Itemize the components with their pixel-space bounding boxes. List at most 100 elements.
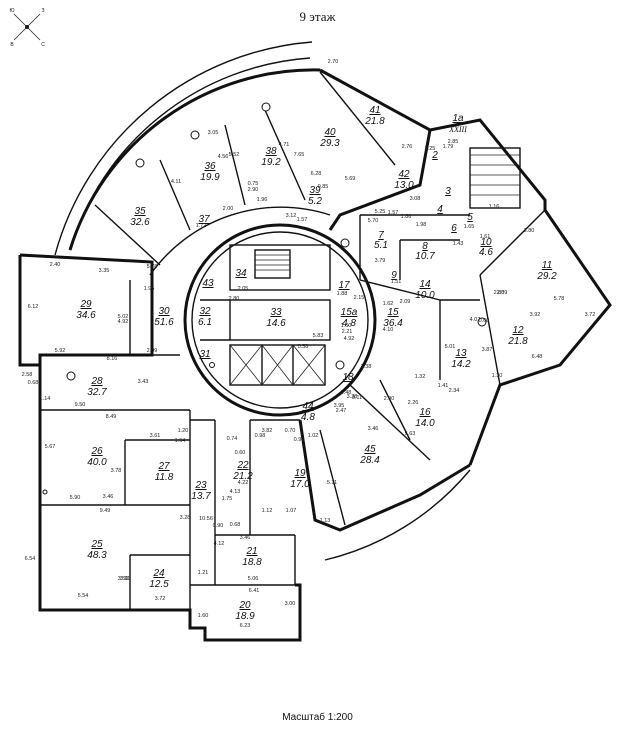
compass-west: В <box>10 42 14 48</box>
dimension-label: 1.95 <box>144 286 155 292</box>
dimension-label: 2.80 <box>229 296 240 302</box>
dimension-label: 1.75 <box>222 496 233 502</box>
room-area: 29.2 <box>536 271 557 282</box>
room-area: 4.8 <box>342 318 356 329</box>
dimension-label: 0.98 <box>255 433 266 439</box>
room-area: 21.8 <box>507 336 528 347</box>
dimension-label: 6.48 <box>532 354 543 360</box>
room-no: 34 <box>235 268 247 279</box>
room-no: 17 <box>338 280 350 291</box>
room-no: 19 <box>294 468 306 479</box>
dimension-label: 4.56 <box>218 154 229 160</box>
dimension-label: 1.88 <box>337 291 348 297</box>
dimension-label: 3.82 <box>262 428 273 434</box>
central-core <box>183 223 377 417</box>
dimension-label: 5.63 <box>405 431 416 437</box>
outer-balcony-arc <box>54 41 313 256</box>
room-no: 32 <box>199 306 211 317</box>
dimension-label: 3.46 <box>368 426 379 432</box>
room-no: 27 <box>157 461 170 472</box>
room-no: 31 <box>199 349 210 360</box>
dimension-label: 6.54 <box>25 556 36 562</box>
dimension-label: 2.00 <box>223 206 234 212</box>
dimension-label: 3.72 <box>155 596 166 602</box>
dimension-label: 0.60 <box>479 318 490 324</box>
room-no: 40 <box>324 127 336 138</box>
room-no: 13 <box>455 348 467 359</box>
room-area: 11.8 <box>155 472 174 483</box>
room-no: 45 <box>364 444 376 455</box>
room-area: 21.8 <box>364 116 385 127</box>
room-area: 32.7 <box>87 387 107 398</box>
dimension-label: 4.12 <box>214 541 225 547</box>
dimension-label: 1.13 <box>320 518 331 524</box>
columns <box>42 102 487 495</box>
dimension-label: 3.25 <box>425 146 436 152</box>
dimension-label: 2.34 <box>449 388 460 394</box>
dimension-label: 8.49 <box>106 414 117 420</box>
dimension-label: 3.12 <box>286 213 297 219</box>
dimension-label: 4.13 <box>230 489 241 495</box>
room-area: 17.0 <box>290 479 310 490</box>
floor-title: 9 этаж <box>299 9 336 24</box>
room-no: 37 <box>198 214 210 225</box>
dimension-label: 5.67 <box>45 444 56 450</box>
dimension-label: 5.06 <box>248 576 259 582</box>
room-area: 51.6 <box>154 317 174 328</box>
dimension-label: 1.07 <box>286 508 297 514</box>
room-no: 20 <box>238 600 251 611</box>
dimension-label: 0.90 <box>294 437 305 443</box>
dimension-label: 3.11 <box>352 395 362 401</box>
dimension-label: 0.68 <box>230 522 241 528</box>
room-no: 21 <box>245 546 257 557</box>
dimension-label: 1.79 <box>443 144 454 150</box>
room-no: 44 <box>302 401 314 412</box>
dimension-label: 3.46 <box>103 494 114 500</box>
room-area: 14.6 <box>266 318 286 329</box>
compass-icon: Ю З С В <box>9 8 45 48</box>
dimension-label: 3.05 <box>208 130 219 136</box>
dimension-label: 4.22 <box>238 480 249 486</box>
dimension-label: 1.16 <box>489 204 500 210</box>
room-area: 21.2 <box>232 471 253 482</box>
dimension-label: 1.12 <box>262 508 273 514</box>
dimension-label: 5.02 <box>118 314 129 320</box>
dimension-label: 2.15 <box>354 295 365 301</box>
dimension-label: 1.41 <box>438 383 449 389</box>
dimension-label: 4.71 <box>279 142 290 148</box>
dimension-label: 1.21 <box>198 570 209 576</box>
room-area: 18.9 <box>235 611 255 622</box>
dimension-label: 1.64 <box>175 438 186 444</box>
room-area: 12.5 <box>149 579 169 590</box>
room-roman-label: XXIII <box>448 125 467 134</box>
dimension-label: 3.61 <box>150 433 161 439</box>
room-area: 5.1 <box>374 240 388 251</box>
room-area: 14.0 <box>415 418 435 429</box>
dimension-label: 6.23 <box>240 623 251 629</box>
dimension-label: 3.79 <box>375 258 386 264</box>
dimension-label: 1.98 <box>416 222 427 228</box>
west-block <box>18 253 302 642</box>
dimension-label: 4.10 <box>383 327 394 333</box>
dimension-label: 1.72 <box>196 223 207 229</box>
dimension-label: 3.72 <box>585 312 596 318</box>
dimension-label: 3.50 <box>118 576 129 582</box>
dimension-label: 4.11 <box>171 179 181 185</box>
room-no: 16 <box>419 407 431 418</box>
room-area: 13.0 <box>394 180 414 191</box>
room-no: 10 <box>480 237 492 248</box>
dimension-label: 5.78 <box>147 264 158 270</box>
dimension-label: 5.78 <box>554 296 565 302</box>
room-no: 11 <box>542 260 552 271</box>
dimension-label: 2.09 <box>400 299 411 305</box>
dimension-label: 4.92 <box>118 319 129 325</box>
dimension-label: 9.50 <box>75 402 86 408</box>
dimension-label: 1.96 <box>257 197 268 203</box>
room-area: 4.6 <box>479 247 493 258</box>
room-no: 35 <box>134 206 146 217</box>
room-area: 4.8 <box>301 412 315 423</box>
dimension-label: 1.57 <box>388 210 399 216</box>
dimension-label: 0.60 <box>235 450 246 456</box>
room-no: 28 <box>90 376 103 387</box>
room-no: 42 <box>398 169 410 180</box>
